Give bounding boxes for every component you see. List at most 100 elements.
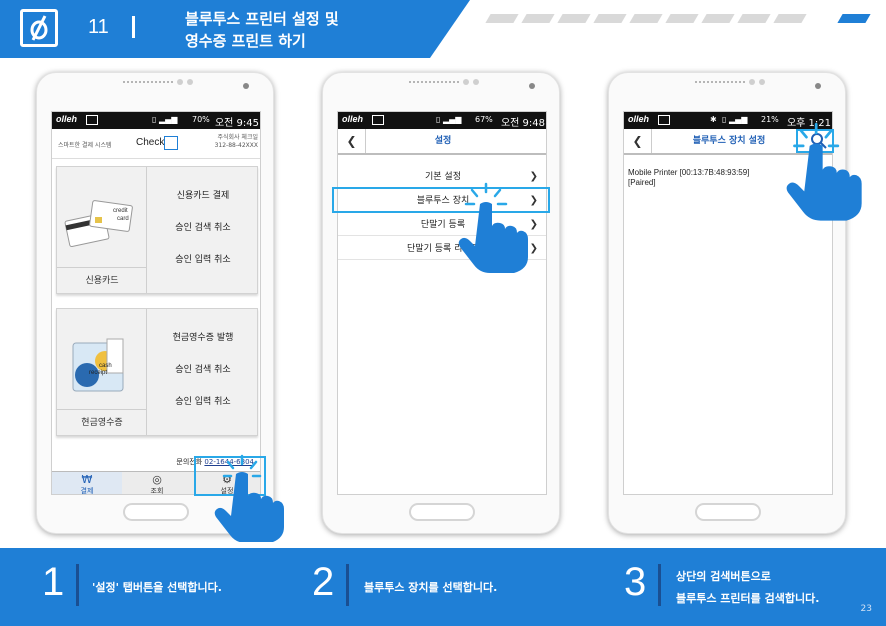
nav-bar: ❮ 설정	[338, 129, 546, 155]
menu-label: 단말기 등록 리스트	[407, 244, 479, 254]
cash-search-cancel-button[interactable]: 승인 검색 취소	[175, 365, 231, 375]
carrier-label: olleh	[56, 114, 78, 124]
back-button[interactable]: ❮	[624, 129, 652, 153]
app-tagline: 스마트한 결제 시스템	[58, 142, 112, 149]
page-title-line1: 블루투스 프린터 설정 및	[185, 10, 339, 28]
credit-card-pay-button[interactable]: 신용카드 결제	[176, 191, 230, 201]
brand-name: Check	[136, 137, 165, 148]
tab-label: 설정	[220, 487, 234, 495]
notification-icon	[658, 115, 670, 125]
phone-camera-dot	[815, 83, 821, 89]
menu-terminal-list[interactable]: 단말기 등록 리스트 ❯	[338, 238, 546, 260]
page-title-line2: 영수증 프린트 하기	[185, 32, 306, 50]
search-icon: ◎	[152, 473, 162, 486]
step1-text: '설정' 탭버튼을 선택합니다.	[92, 581, 222, 594]
won-icon: ₩	[81, 473, 93, 486]
screen-title: 설정	[434, 136, 452, 146]
app-header: 스마트한 결제 시스템 Check 주식회사 체크일 312-88-42XXX	[52, 129, 260, 159]
clock: 오전 9:48	[500, 118, 545, 129]
phone1-screen: olleh ▯ ▂▄▆ 70% 오전 9:45 스마트한 결제 시스템 Chec…	[51, 111, 261, 495]
phone-speaker	[123, 81, 173, 84]
pointing-hand-icon	[458, 182, 528, 273]
back-button[interactable]: ❮	[338, 129, 366, 153]
credit-card-text: card	[117, 216, 129, 222]
step-divider	[658, 564, 661, 606]
contact-label: 문의전화	[176, 458, 203, 466]
step-divider	[76, 564, 79, 606]
menu-label: 기본 설정	[425, 172, 461, 182]
chevron-right-icon: ❯	[529, 195, 538, 206]
company-number: 312-88-42XXX	[214, 142, 258, 149]
status-bar: olleh ▯ ▂▄▆ 67% 오전 9:48	[338, 112, 546, 129]
header-divider	[132, 16, 135, 38]
cash-receipt-panel: cash receipt 현금영수증 현금영수증 발행 승인 검색 취소 승인 …	[56, 308, 258, 436]
menu-label: 블루투스 장치	[416, 196, 470, 206]
credit-input-cancel-button[interactable]: 승인 입력 취소	[175, 255, 231, 265]
company-name: 주식회사 체크일	[217, 134, 258, 141]
battery-label: 70%	[192, 115, 210, 124]
step-divider	[346, 564, 349, 606]
step3-text-line2: 블루투스 프린터를 검색합니다.	[676, 592, 820, 605]
clock: 오후 1:21	[786, 118, 831, 129]
step3-text-line1: 상단의 검색버튼으로	[676, 570, 771, 583]
clock: 오전 9:45	[214, 118, 259, 129]
paired-device-item[interactable]: Mobile Printer [00:13:7B:48:93:59] [Pair…	[628, 168, 749, 188]
page-number: 23	[860, 604, 872, 614]
brand-logo-icon	[164, 136, 178, 150]
phone-sensor-dot	[187, 79, 193, 85]
status-bar: olleh ▯ ▂▄▆ 70% 오전 9:45	[52, 112, 260, 129]
credit-search-cancel-button[interactable]: 승인 검색 취소	[175, 223, 231, 233]
phone-speaker	[409, 81, 459, 84]
settings-tab-highlight	[194, 456, 266, 496]
check-logo-icon	[20, 9, 58, 47]
instruction-footer: 1 '설정' 탭버튼을 선택합니다. 2 블루투스 장치를 선택합니다. 3 상…	[0, 548, 886, 626]
phone-sensor-dot	[177, 79, 183, 85]
tab-inquiry[interactable]: ◎ 조회	[122, 472, 192, 495]
signal-icon: ▯ ▂▄▆	[722, 115, 748, 124]
section-number: 11	[88, 16, 109, 38]
credit-card-image: credit card	[57, 167, 147, 293]
signal-icon: ▯ ▂▄▆	[436, 115, 462, 124]
home-button[interactable]	[123, 503, 189, 521]
tab-label: 조회	[150, 487, 164, 495]
cash-input-cancel-button[interactable]: 승인 입력 취소	[175, 397, 231, 407]
home-button[interactable]	[409, 503, 475, 521]
phone-speaker	[695, 81, 745, 84]
notification-icon	[86, 115, 98, 125]
menu-terminal-register[interactable]: 단말기 등록 ❯	[338, 214, 546, 236]
phone-sensor-dot	[759, 79, 765, 85]
screen-title: 블루투스 장치 설정	[692, 136, 766, 146]
phone-step3: olleh ✱ ▯ ▂▄▆ 21% 오후 1:21 ❮ 블루투스 장치 설정 M…	[608, 72, 846, 534]
step3-number: 3	[624, 560, 647, 604]
credit-card-text: credit	[113, 208, 128, 214]
phone-sensor-dot	[473, 79, 479, 85]
pointing-hand-icon	[214, 454, 284, 542]
bluetooth-row-highlight	[332, 187, 550, 213]
cash-receipt-text: cash	[99, 363, 112, 369]
device-name: Mobile Printer [00:13:7B:48:93:59]	[628, 168, 750, 177]
signal-icon: ▯ ▂▄▆	[152, 115, 178, 124]
step1-number: 1	[42, 560, 65, 604]
chevron-right-icon: ❯	[529, 171, 538, 182]
menu-label: 단말기 등록	[420, 220, 466, 230]
phone-camera-dot	[243, 83, 249, 89]
notification-icon	[372, 115, 384, 125]
cash-receipt-issue-button[interactable]: 현금영수증 발행	[172, 333, 234, 343]
carrier-label: olleh	[342, 114, 364, 124]
step2-number: 2	[312, 560, 335, 604]
bluetooth-icon: ✱	[710, 115, 717, 124]
pointing-hand-icon	[786, 122, 862, 221]
tab-payment[interactable]: ₩ 결제	[52, 472, 122, 494]
phone2-screen: olleh ▯ ▂▄▆ 67% 오전 9:48 ❮ 설정 기본 설정 ❯ 블루투…	[337, 111, 547, 495]
tab-bar: ₩ 결제 ◎ 조회 ⚙ 설정	[52, 471, 260, 495]
tab-settings[interactable]: ⚙ 설정	[192, 472, 260, 495]
cash-receipt-text: receipt	[89, 370, 107, 376]
status-bar: olleh ✱ ▯ ▂▄▆ 21% 오후 1:21	[624, 112, 832, 129]
gear-icon: ⚙	[222, 473, 232, 486]
credit-card-label: 신용카드	[57, 267, 147, 293]
home-button[interactable]	[695, 503, 761, 521]
chevron-right-icon: ❯	[529, 219, 538, 230]
header-banner: 11 블루투스 프린터 설정 및 영수증 프린트 하기	[0, 0, 470, 58]
battery-label: 67%	[475, 115, 493, 124]
